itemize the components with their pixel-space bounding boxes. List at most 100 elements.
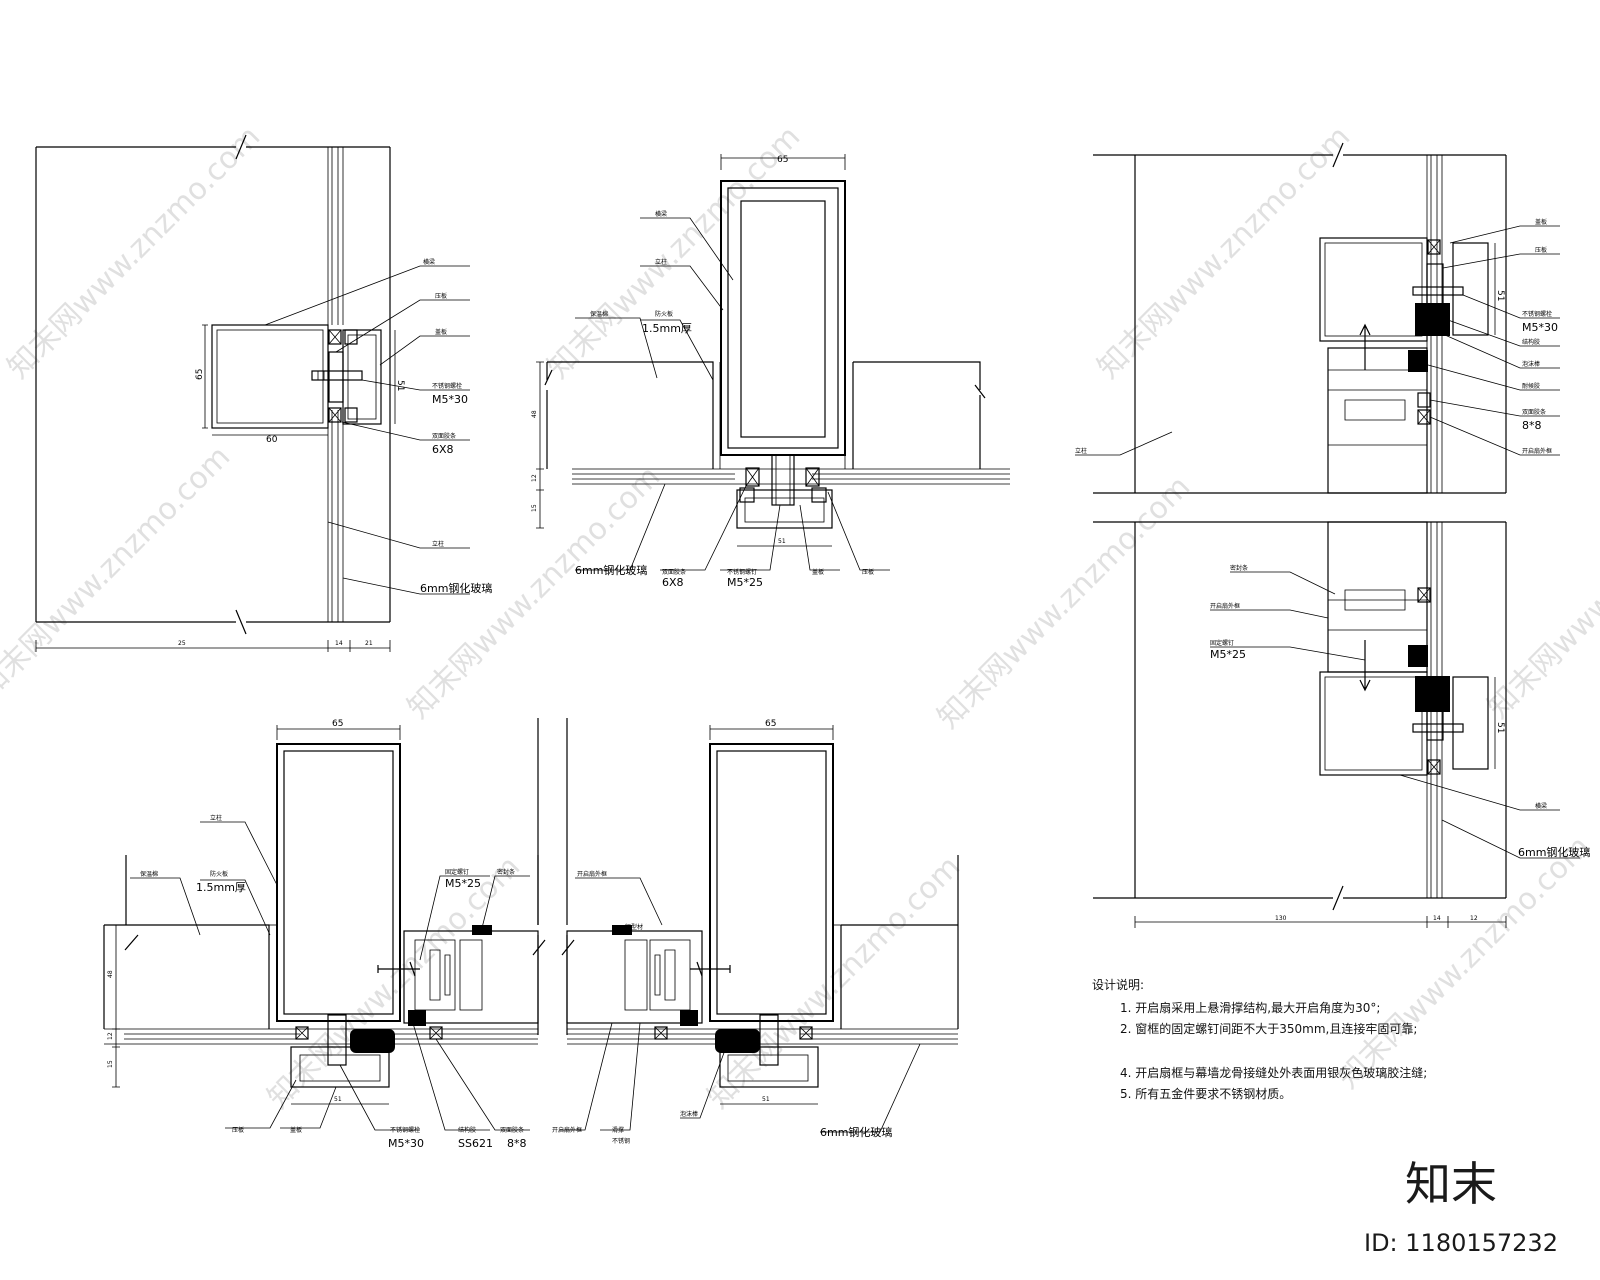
label-sash-frame: 开启扇外框	[1210, 602, 1240, 610]
label-bolt-spec: M5*30	[432, 393, 468, 406]
dim-side-c: 15	[107, 1060, 114, 1068]
label-stainless: 不锈钢	[612, 1137, 630, 1145]
label-bolt-spec: M5*30	[388, 1137, 424, 1150]
label-bolt: 不锈钢螺栓	[390, 1126, 420, 1134]
dim-side-c: 15	[531, 504, 538, 512]
label-pressure-plate: 压板	[232, 1126, 244, 1134]
dim-bottom-c: 12	[1470, 915, 1478, 922]
label-sealant: 结构胶	[458, 1126, 476, 1134]
label-cover: 盖板	[435, 328, 447, 336]
watermark-text: 知末网www.znzmo.com	[541, 119, 807, 385]
label-mullion: 立柱	[1075, 447, 1087, 455]
dim-65: 65	[777, 155, 788, 165]
dim-side-b: 12	[531, 474, 538, 482]
notes-item-1: 1. 开启扇采用上悬滑撑结构,最大开启角度为30°;	[1120, 1000, 1380, 1015]
dim-bottom-c: 21	[365, 640, 373, 647]
watermark-text: 知末网www.znzmo.com	[701, 849, 967, 1115]
label-tape-spec: 6X8	[662, 576, 684, 589]
detail-right: 51 51 130 14 12 盖板 压板 不锈钢螺栓 M5*30 结构胶 泡沫…	[1075, 142, 1590, 928]
brand-stamp: 知末 ID: 1180157232	[1364, 1157, 1558, 1257]
label-seal-strip: 密封条	[497, 868, 515, 876]
design-notes: 设计说明: 1. 开启扇采用上悬滑撑结构,最大开启角度为30°; 2. 窗框的固…	[1092, 977, 1427, 1101]
label-hinge: 滑撑	[612, 1126, 624, 1134]
dim-51: 51	[762, 1096, 770, 1103]
watermark-text: 知末网www.znzmo.com	[1, 119, 267, 385]
label-sealant-spec: SS621	[458, 1137, 493, 1150]
label-thickness: 1.5mm厚	[196, 881, 246, 894]
label-screw: 固定螺钉	[1210, 639, 1234, 647]
notes-item-5: 5. 所有五金件要求不锈钢材质。	[1120, 1086, 1291, 1101]
dim-65: 65	[195, 369, 205, 380]
dim-51-top: 51	[1495, 290, 1505, 301]
label-steel-plate: 防火板	[655, 310, 673, 318]
label-pressure-plate: 压板	[1535, 246, 1547, 254]
label-foam: 泡沫棒	[1522, 360, 1540, 368]
label-cover: 盖板	[812, 568, 824, 576]
label-tape-spec: 8*8	[1522, 419, 1542, 432]
dim-side-a: 48	[531, 410, 538, 418]
notes-title: 设计说明:	[1092, 977, 1144, 992]
label-mullion: 立柱	[432, 540, 444, 548]
detail-bottom-left: 65 48 12 15 51 立柱	[103, 718, 546, 1150]
label-screw: 固定螺钉	[445, 868, 469, 876]
dim-bottom-b: 14	[335, 640, 343, 647]
label-window-frame: 开启扇外框	[1522, 447, 1552, 455]
dim-side-a: 48	[107, 970, 114, 978]
label-cover: 盖板	[290, 1126, 302, 1134]
notes-item-2: 2. 窗框的固定螺钉间距不大于350mm,且连接牢固可靠;	[1120, 1021, 1417, 1036]
label-beam: 横梁	[423, 258, 435, 266]
dim-bottom-a: 25	[178, 640, 186, 647]
label-screw-spec: M5*25	[1210, 648, 1246, 661]
label-glass: 6mm钢化玻璃	[575, 563, 647, 577]
label-tape: 双面胶条	[1522, 408, 1546, 416]
label-tape-spec: 6X8	[432, 443, 454, 456]
label-beam: 横梁	[1535, 802, 1547, 810]
label-tape-spec: 8*8	[507, 1137, 527, 1150]
label-beam: 横梁	[655, 210, 667, 218]
label-seal-strip: 密封条	[1230, 564, 1248, 572]
label-tape: 双面胶条	[662, 568, 686, 576]
label-thickness: 1.5mm厚	[642, 322, 692, 335]
dim-65: 65	[765, 719, 776, 729]
label-cover: 盖板	[1535, 218, 1547, 226]
watermark-text: 知末网www.znzmo.com	[931, 469, 1197, 735]
notes-item-4: 4. 开启扇框与幕墙龙骨接缝处外表面用银灰色玻璃胶注缝;	[1120, 1065, 1427, 1080]
label-glass-mark: 铝型材	[625, 923, 643, 931]
detail-top-mid: 65 48 12 15 51 横梁 立柱 保温棉	[531, 154, 1010, 589]
detail-top-left: 65 60 51 25 14 21 横梁 压板 盖板 不锈钢螺栓 M5*30 双…	[35, 134, 492, 652]
label-tape: 双面胶条	[432, 432, 456, 440]
dim-51: 51	[778, 538, 786, 545]
label-glass: 6mm钢化玻璃	[1518, 845, 1590, 859]
label-screw-spec: M5*25	[445, 877, 481, 890]
dim-60: 60	[266, 435, 278, 445]
dim-51: 51	[334, 1096, 342, 1103]
label-glass: 6mm钢化玻璃	[820, 1125, 892, 1139]
label-steel-plate: 防火板	[210, 870, 228, 878]
watermark-text: 知末网www.znzmo.com	[1091, 119, 1357, 385]
label-mullion: 立柱	[210, 814, 222, 822]
label-insulation: 保温棉	[590, 310, 608, 318]
label-glass: 6mm钢化玻璃	[420, 581, 492, 595]
dim-bottom-a: 130	[1275, 915, 1287, 922]
watermark-text: 知末网www.znzmo.com	[1331, 829, 1597, 1095]
label-window-frame-bottom: 开启扇外框	[552, 1126, 582, 1134]
label-insulation: 保温棉	[140, 870, 158, 878]
label-bolt-spec: M5*30	[1522, 321, 1558, 334]
dim-bottom-b: 14	[1433, 915, 1441, 922]
label-weather-seal: 耐候胶	[1522, 382, 1540, 390]
dim-side-b: 12	[107, 1032, 114, 1040]
dim-51-bottom: 51	[1495, 722, 1505, 733]
label-window-frame: 开启扇外框	[577, 870, 607, 878]
label-bolt: 不锈钢螺钉	[727, 568, 757, 576]
label-bolt: 不锈钢螺栓	[432, 382, 462, 390]
label-tape: 双面胶条	[500, 1126, 524, 1134]
label-sealant: 结构胶	[1522, 338, 1540, 346]
dim-51: 51	[395, 380, 405, 391]
image-id: ID: 1180157232	[1364, 1229, 1558, 1257]
label-bolt-spec: M5*25	[727, 576, 763, 589]
label-pressure-plate: 压板	[435, 292, 447, 300]
label-seal: 泡沫棒	[680, 1110, 698, 1118]
watermark-layer: 知末网www.znzmo.com 知末网www.znzmo.com 知末网www…	[0, 119, 1600, 1115]
watermark-text: 知末网www.znzmo.com	[1481, 459, 1600, 725]
